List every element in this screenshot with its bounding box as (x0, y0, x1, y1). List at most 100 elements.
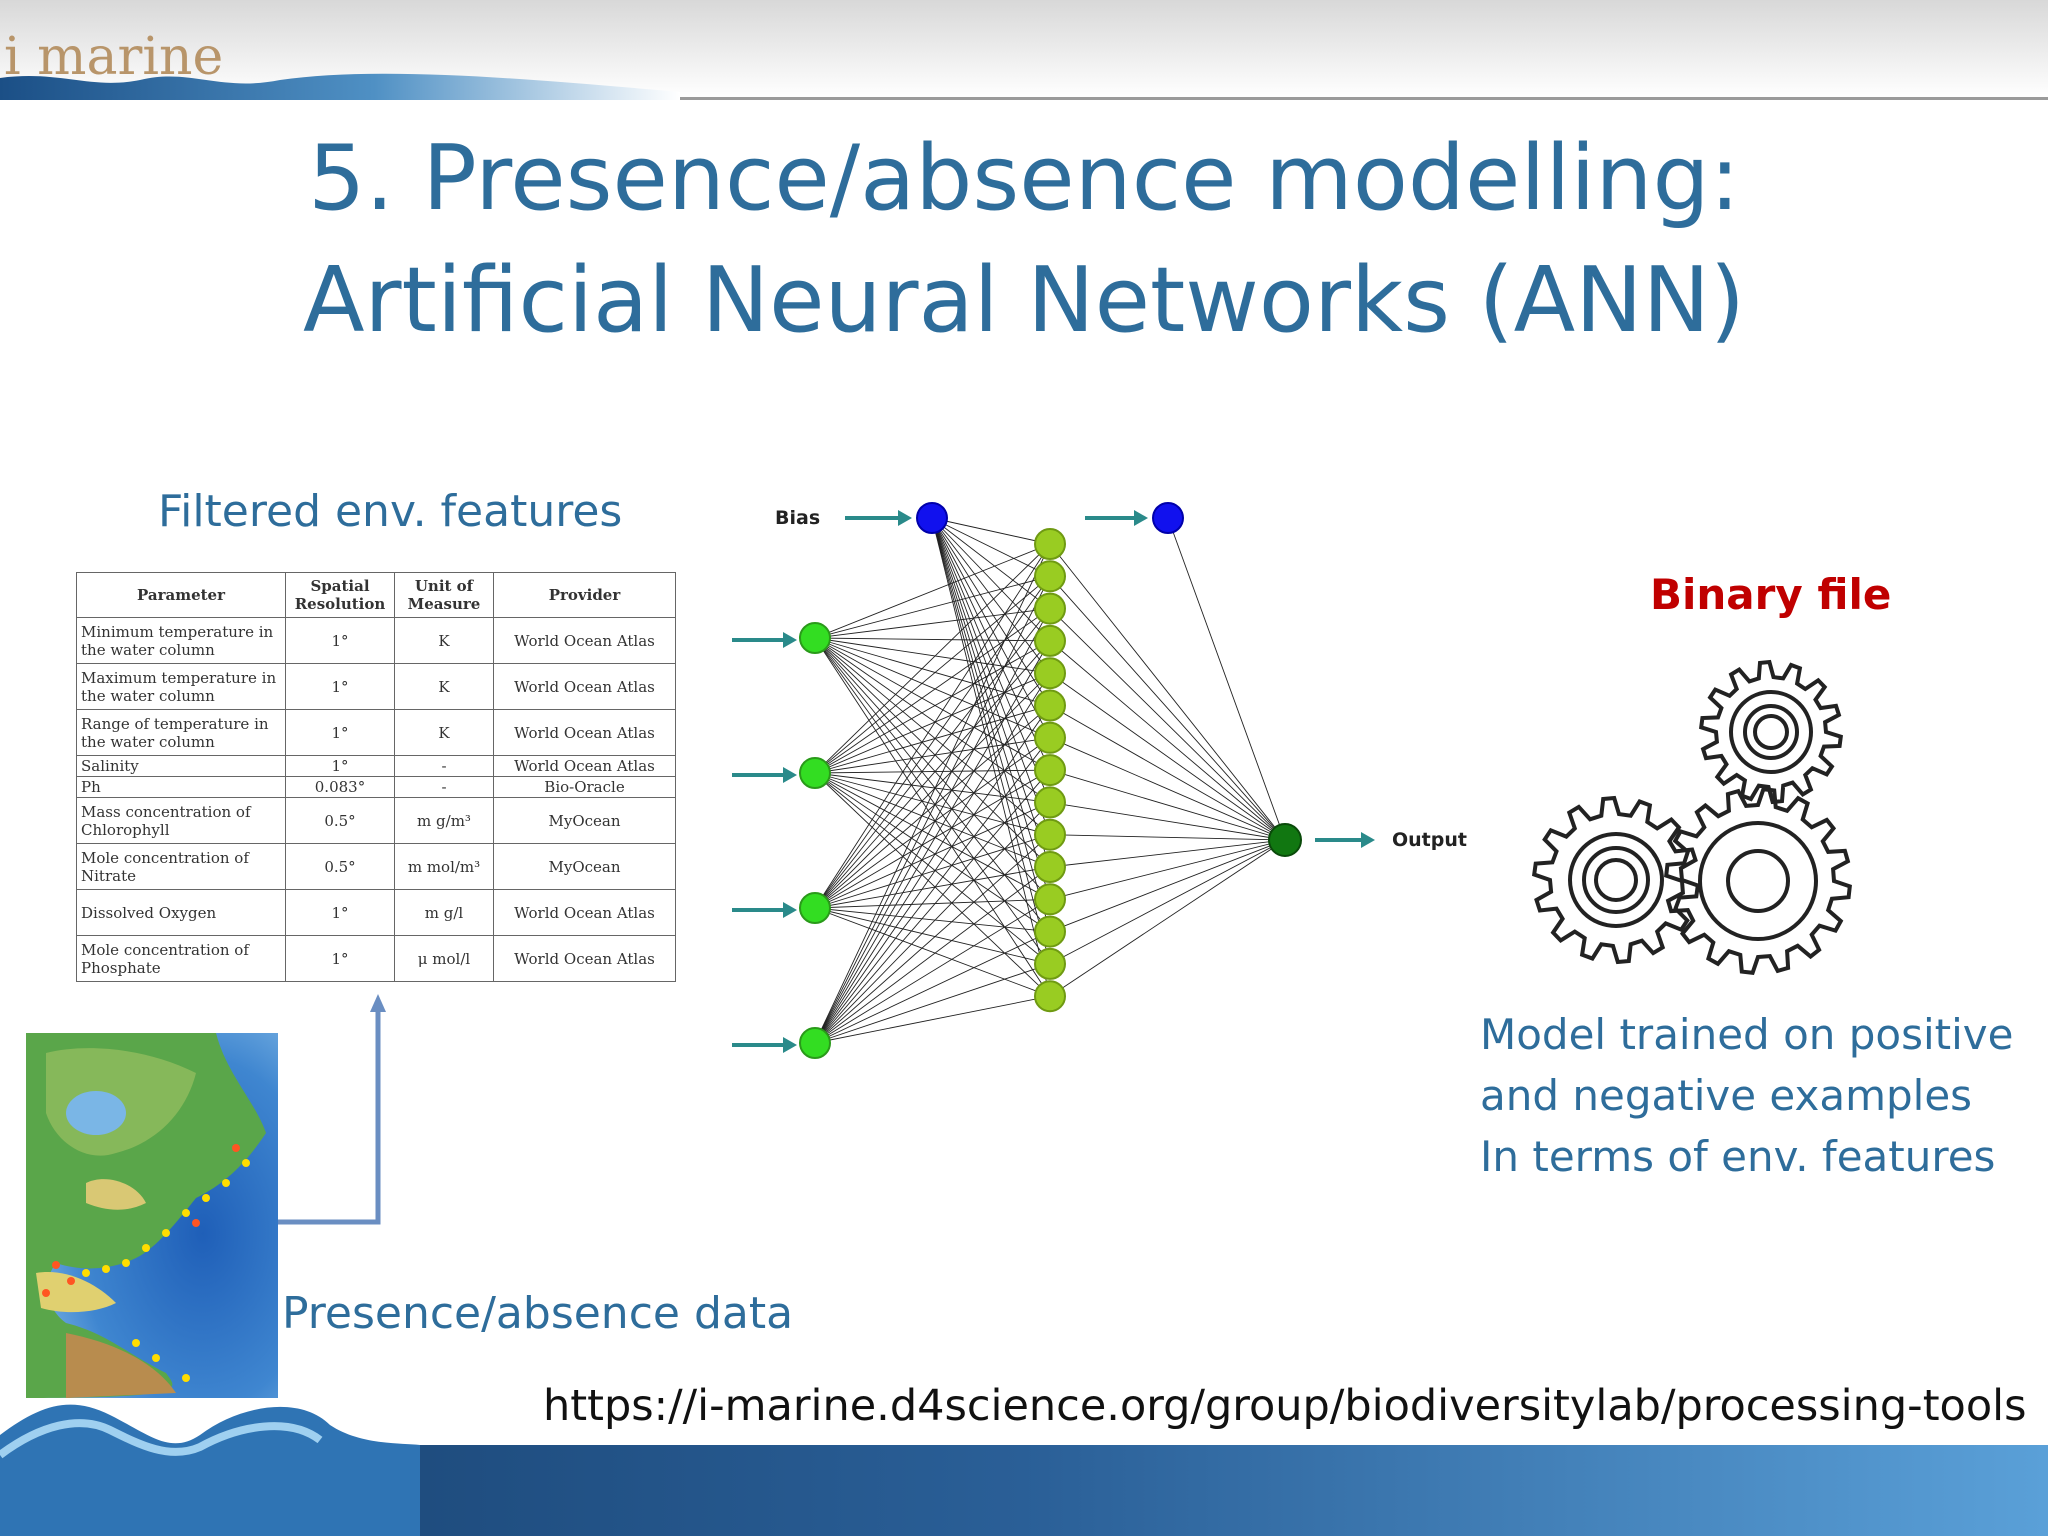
hidden-node (1034, 883, 1066, 916)
ann-edge (931, 517, 1051, 771)
ann-edge (931, 517, 1051, 835)
ann-edge (1049, 608, 1286, 841)
cell-provider: World Ocean Atlas (493, 755, 676, 777)
cell-provider: MyOcean (493, 797, 676, 844)
hidden-node (1034, 721, 1066, 754)
ann-edge (814, 772, 1051, 836)
title-line-1: 5. Presence/absence modelling: (308, 126, 1740, 231)
input-node (799, 757, 831, 789)
ann-edge (814, 576, 1051, 1044)
ann-edge (1167, 517, 1286, 841)
ann-edge (931, 517, 1051, 739)
ann-edge (814, 672, 1051, 774)
distribution-map (26, 1033, 278, 1398)
ann-edge (814, 576, 1051, 909)
ann-edge (814, 543, 1051, 774)
ann-edge (814, 543, 1051, 1044)
ann-edge (814, 898, 1051, 909)
cell-provider: World Ocean Atlas (493, 889, 676, 936)
hidden-node (1034, 560, 1066, 593)
ann-edge (814, 608, 1051, 909)
ann-edge (1049, 839, 1286, 868)
table-header-row: Parameter Spatial Resolution Unit of Mea… (76, 572, 676, 618)
cell-resolution: 1° (285, 617, 395, 664)
ann-nodes (799, 502, 1302, 1059)
input-node (799, 622, 831, 654)
input-node (799, 1027, 831, 1059)
ann-arrows (732, 510, 1375, 1053)
ann-edge (814, 769, 1051, 774)
cell-parameter: Minimum temperature in the water column (76, 617, 286, 664)
ann-edge (931, 517, 1051, 868)
ann-edge (814, 898, 1051, 1044)
bias-arrow-head (898, 510, 912, 526)
ann-edge (1049, 543, 1286, 841)
ann-edge (931, 517, 1051, 642)
logo-text: i marine (4, 27, 223, 87)
ann-edges (814, 517, 1286, 1044)
cell-parameter: Ph (76, 776, 286, 798)
model-line-1: Model trained on positive (1480, 1010, 2014, 1059)
cell-unit: m g/m³ (394, 797, 494, 844)
ann-edge (1049, 839, 1286, 900)
hidden-node (1034, 851, 1066, 883)
input-arrow-head (783, 902, 797, 918)
hidden-node (1034, 528, 1066, 560)
hidden-node (1034, 980, 1066, 1013)
ann-edge (814, 640, 1051, 774)
ann-edge (1049, 672, 1286, 841)
footer-banner (0, 1404, 2048, 1536)
ann-edge (814, 608, 1051, 1044)
ann-edge (814, 637, 1051, 836)
output-arrow-head (1361, 832, 1375, 848)
hidden-node (1034, 657, 1066, 690)
ann-edge (814, 772, 1051, 997)
hidden-node (1034, 592, 1066, 625)
ann-edge (814, 737, 1051, 909)
ann-edge (931, 517, 1051, 674)
cell-provider: MyOcean (493, 843, 676, 890)
env-features-table: Parameter Spatial Resolution Unit of Mea… (76, 572, 676, 982)
ann-edge (931, 517, 1051, 609)
ann-edge (814, 608, 1051, 774)
ann-edge (814, 575, 1051, 774)
cell-parameter: Mole concentration of Phosphate (76, 935, 286, 982)
cell-provider: World Ocean Atlas (493, 709, 676, 756)
input-arrow-head (783, 632, 797, 648)
bias-label: Bias (775, 507, 820, 529)
hidden-node (1034, 754, 1066, 787)
ann-edge (1049, 801, 1286, 841)
cell-parameter: Dissolved Oxygen (76, 889, 286, 936)
cell-parameter: Mass concentration of Chlorophyll (76, 797, 286, 844)
ann-edge (814, 672, 1051, 909)
ann-edge (814, 834, 1051, 1044)
ann-edge (1049, 769, 1286, 841)
ann-edge (931, 517, 1051, 900)
title-line-2: Artificial Neural Networks (ANN) (302, 248, 1746, 353)
ann-edge (814, 637, 1051, 997)
input-arrow-head (783, 1037, 797, 1053)
header-provider: Provider (493, 572, 676, 618)
hidden-node (1034, 689, 1066, 722)
hidden-node (1034, 786, 1066, 819)
ann-edge (814, 995, 1051, 1044)
ann-edge (814, 866, 1051, 909)
cell-resolution: 1° (285, 889, 395, 936)
ann-edge (814, 737, 1051, 1044)
ann-edge (814, 931, 1051, 1044)
cell-unit: m g/l (394, 889, 494, 936)
cell-provider: Bio-Oracle (493, 776, 676, 798)
processing-tools-url: https://i-marine.d4science.org/group/bio… (543, 1381, 2027, 1431)
ann-edge (931, 517, 1051, 803)
ann-edge (814, 907, 1051, 997)
cell-unit: - (394, 776, 494, 798)
cell-unit: K (394, 617, 494, 664)
header-parameter: Parameter (76, 572, 286, 618)
model-description: Model trained on positive and negative e… (1480, 1004, 2013, 1187)
ann-edge (814, 907, 1051, 933)
